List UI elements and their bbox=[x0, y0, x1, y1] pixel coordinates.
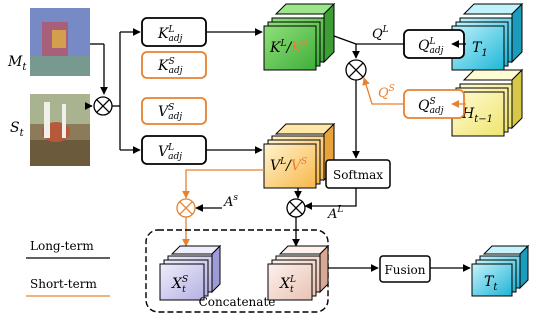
frame-image-thumbnail bbox=[30, 94, 90, 166]
attention-long-arrow bbox=[304, 188, 357, 210]
multiply-node-long bbox=[286, 198, 306, 218]
mask-image-thumbnail bbox=[30, 8, 90, 76]
a-long-arrow-label: AL bbox=[327, 205, 343, 222]
svg-text:VL/VS: VL/VS bbox=[270, 157, 307, 174]
a-short-arrow-label: As bbox=[223, 193, 238, 210]
svg-text:Tt: Tt bbox=[484, 274, 498, 293]
svg-text:T1: T1 bbox=[472, 40, 488, 59]
svg-text:KL/KS: KL/KS bbox=[269, 39, 308, 56]
legend-short-term-label: Short-term bbox=[30, 277, 97, 291]
multiply-node-short bbox=[176, 198, 196, 218]
mask-input-label: Mt bbox=[7, 54, 27, 73]
adj-to-feature-arrows bbox=[206, 28, 263, 154]
fusion-box: Fusion bbox=[379, 255, 431, 283]
t1-feature-stack: T1 bbox=[451, 2, 524, 71]
branch-connectors bbox=[112, 28, 141, 154]
k-feature-stack: KL/KS bbox=[263, 2, 336, 71]
multiply-node-kq bbox=[345, 59, 367, 81]
softmax-box: Softmax bbox=[325, 159, 391, 189]
q-long-arrow-label: QL bbox=[372, 25, 389, 42]
q-short-arrow-label: QS bbox=[378, 84, 395, 101]
concatenate-label: Concatenate bbox=[199, 295, 276, 309]
legend: Long-term Short-term bbox=[26, 239, 110, 297]
q-to-multiply-arrows bbox=[333, 35, 404, 105]
output-feature-stack: Tt bbox=[471, 244, 530, 297]
legend-long-term-label: Long-term bbox=[30, 239, 94, 253]
v-feature-stack: VL/VS bbox=[263, 122, 336, 189]
frame-input-label: St bbox=[10, 120, 25, 139]
concatenate-group bbox=[145, 229, 329, 313]
svg-text:Fusion: Fusion bbox=[384, 263, 425, 277]
svg-text:XLt: XLt bbox=[279, 275, 296, 295]
input-connectors bbox=[84, 43, 108, 110]
v-short-branch-arrow bbox=[182, 169, 264, 199]
svg-text:Softmax: Softmax bbox=[333, 168, 383, 182]
svg-text:XSt: XSt bbox=[171, 275, 188, 295]
q-input-arrows bbox=[451, 40, 466, 108]
multiply-node-inputs bbox=[93, 96, 113, 116]
